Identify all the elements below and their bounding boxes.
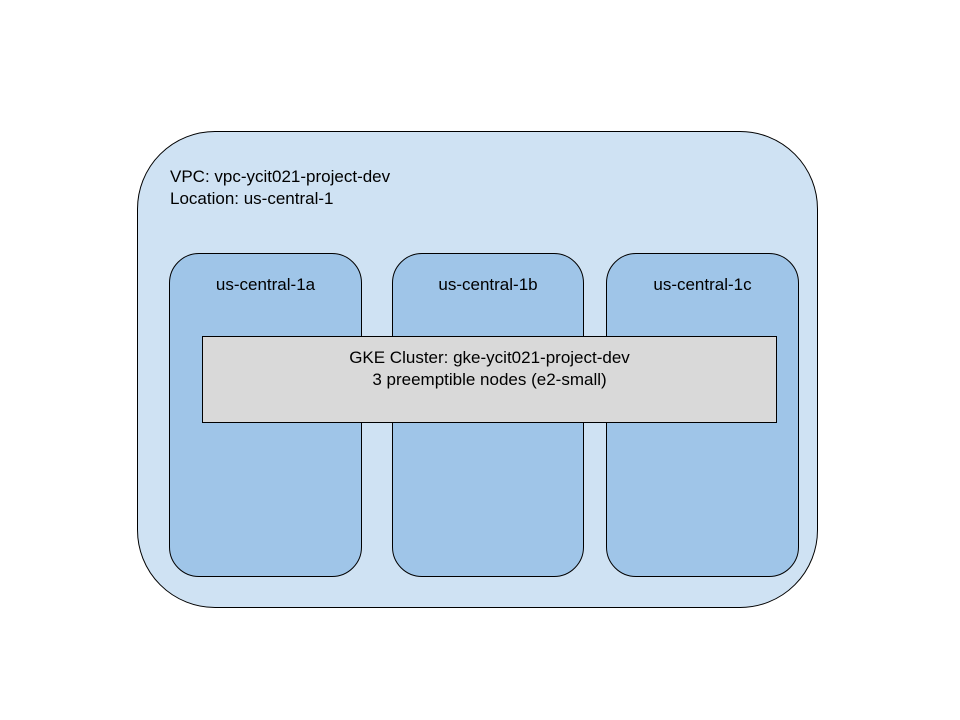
gke-cluster-box: GKE Cluster: gke-ycit021-project-dev 3 p… — [202, 336, 777, 423]
vpc-name: VPC: vpc-ycit021-project-dev — [170, 167, 391, 186]
vpc-location: Location: us-central-1 — [170, 189, 334, 208]
zone-label: us-central-1a — [215, 275, 316, 294]
cluster-nodes: 3 preemptible nodes (e2-small) — [372, 370, 607, 389]
vpc-label: VPC: vpc-ycit021-project-dev Location: u… — [170, 166, 390, 210]
cluster-name: GKE Cluster: gke-ycit021-project-dev — [349, 348, 630, 367]
zone-label: us-central-1b — [438, 275, 538, 294]
zone-label: us-central-1c — [653, 275, 752, 294]
